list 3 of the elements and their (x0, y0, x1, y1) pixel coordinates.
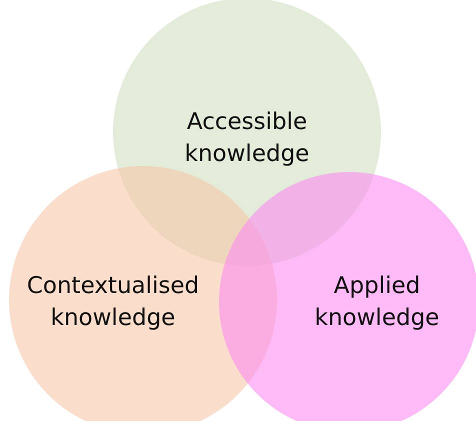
circle-label: Contextualised knowledge (26, 272, 200, 333)
circle-label: Accessible knowledge (184, 108, 310, 169)
circle-label: Applied knowledge (314, 272, 440, 333)
